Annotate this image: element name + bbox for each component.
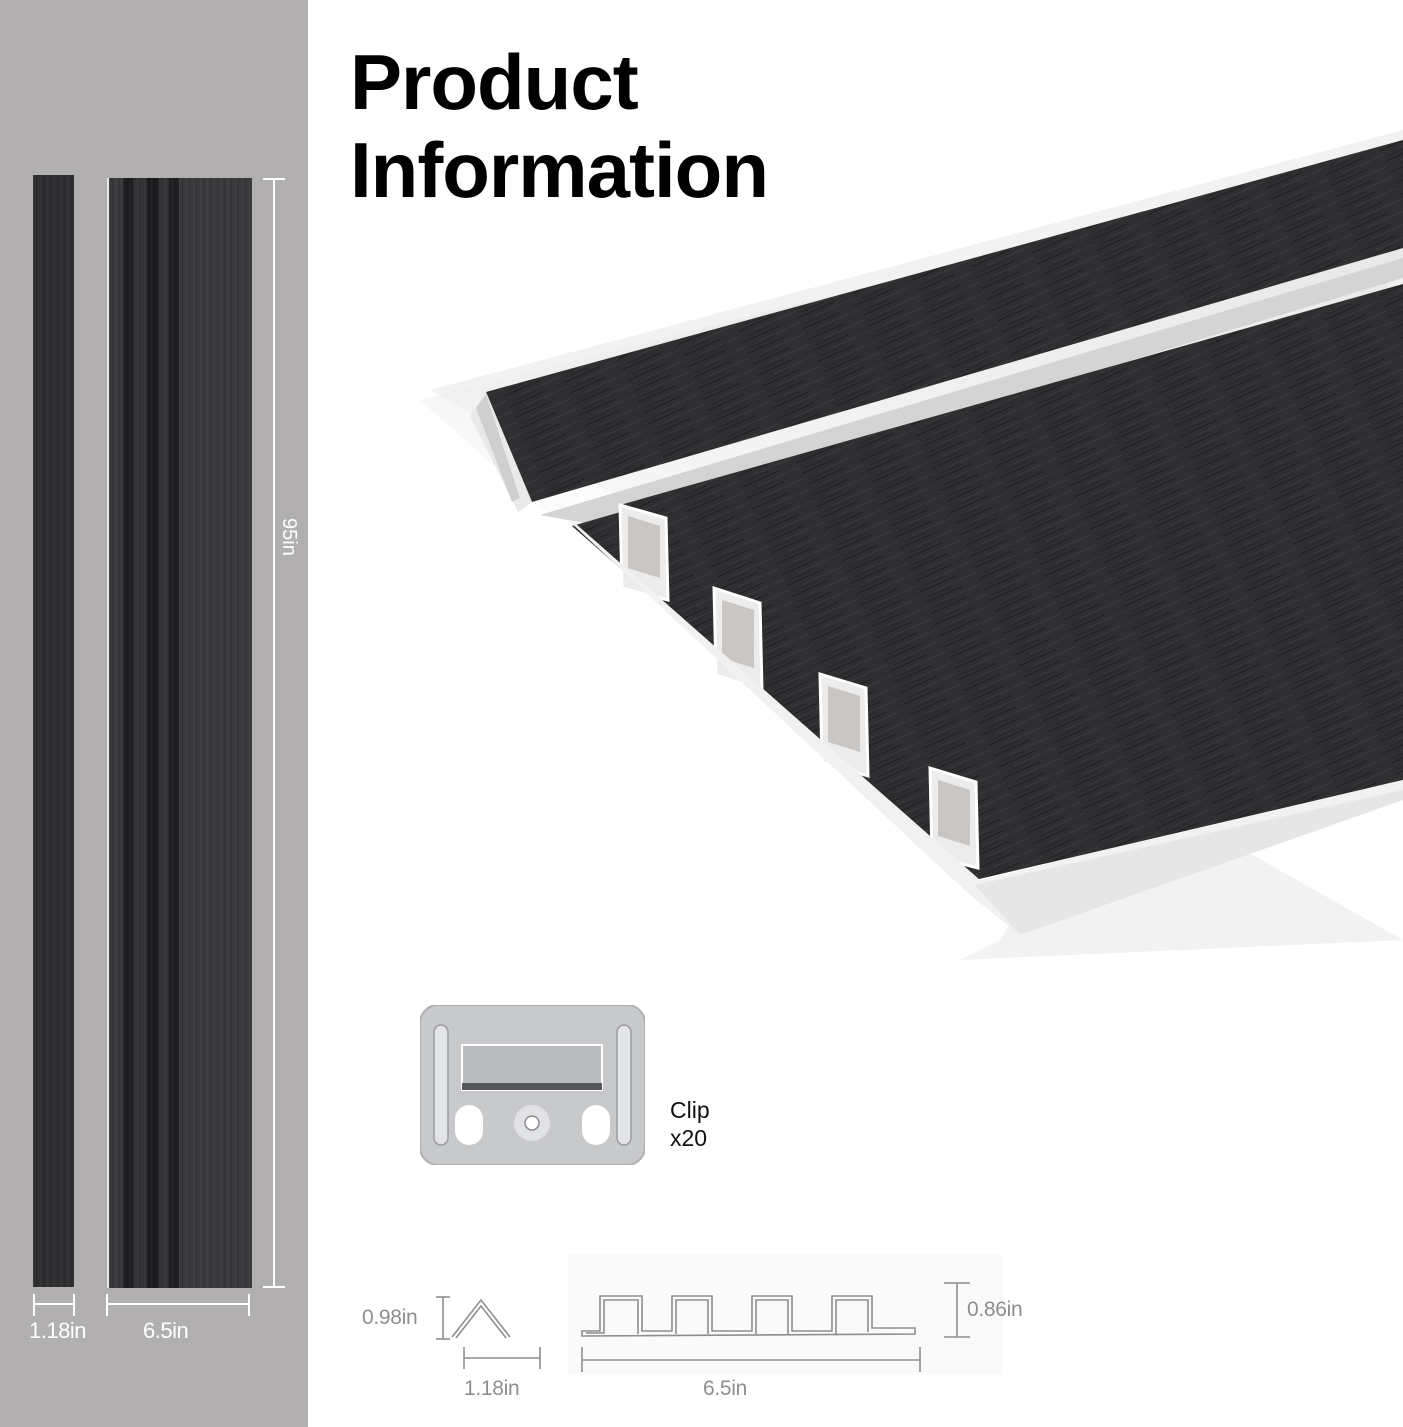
clip-label: Clip x20 xyxy=(670,1096,710,1152)
corner-trim-3d xyxy=(470,140,1403,512)
corner-trim-height-label: 0.98in xyxy=(362,1306,418,1329)
height-label: 95in xyxy=(278,518,300,556)
corner-trim-plank-image xyxy=(33,175,74,1287)
fluted-panel-height-label: 0.86in xyxy=(967,1298,1023,1321)
wide-width-line xyxy=(106,1303,250,1305)
corner-trim-profile-icon xyxy=(436,1296,541,1369)
corner-trim-width-label: 1.18in xyxy=(464,1377,520,1400)
wide-width-label: 6.5in xyxy=(143,1318,189,1343)
narrow-width-label: 1.18in xyxy=(29,1318,86,1343)
wide-width-tick-right xyxy=(248,1294,250,1316)
narrow-width-line xyxy=(33,1303,74,1305)
narrow-width-tick-right xyxy=(73,1294,75,1316)
title-line-2: Information xyxy=(350,126,769,214)
front-view-panel: 95in 1.18in 6.5in xyxy=(0,0,308,1427)
wide-width-tick-left xyxy=(106,1294,108,1316)
metal-clip-icon xyxy=(420,1005,645,1165)
fluted-panel-3d xyxy=(568,284,1403,935)
clip-name: Clip xyxy=(670,1097,710,1123)
height-dimension-bottom-tick xyxy=(263,1286,285,1288)
wall-panel-plank-image xyxy=(107,178,252,1288)
narrow-width-tick-left xyxy=(33,1294,35,1316)
title-line-1: Product xyxy=(350,38,639,126)
product-3d-render xyxy=(420,130,1403,960)
fluted-panel-profile-icon xyxy=(581,1282,970,1372)
clip-quantity: x20 xyxy=(670,1125,708,1151)
height-dimension-line xyxy=(273,178,275,1288)
fluted-panel-width-label: 6.5in xyxy=(703,1377,748,1400)
page-title: Product Information xyxy=(350,38,769,214)
